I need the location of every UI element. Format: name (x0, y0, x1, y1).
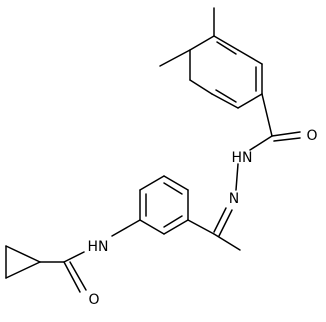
bond-ring2-to-nh (111, 219, 141, 237)
bond-ring2-c (139, 175, 165, 191)
bond-ring2-f-inner (163, 215, 183, 228)
bond-ring1-e (211, 93, 239, 109)
bond-n-c-double-a (213, 207, 227, 233)
atom-label-nitrogen-imine: N (229, 191, 239, 207)
bond-cyclopropyl-a (5, 245, 41, 263)
bond-c-methyl (213, 233, 241, 251)
bond-nh-to-carbonyl (63, 251, 85, 263)
bond-ring1-f (189, 79, 213, 95)
bond-carbonyl-double-a (271, 131, 301, 137)
bond-ring1-a-inner (216, 41, 237, 55)
bond-carbonyl2-double-a (63, 261, 81, 293)
bond-cyclopropyl-c (5, 261, 41, 279)
bond-c-ring2 (187, 219, 215, 235)
bond-ring2-f (163, 219, 189, 235)
bonds (5, 7, 301, 293)
bond-ring2-b-inner (163, 182, 183, 195)
bond-ring1-d (237, 93, 263, 109)
bond-n-c-double-b (218, 209, 233, 237)
atom-labels: O HN N HN O (88, 128, 318, 308)
bond-ring1-a (213, 35, 239, 51)
bond-ring1-b (237, 49, 263, 65)
bond-carbonyl-to-nh (249, 135, 273, 151)
bond-ring-to-carbonyl (261, 93, 273, 137)
bond-ring1-h (189, 35, 215, 51)
bond-methyl-left (159, 49, 191, 67)
atom-label-hn-upper: HN (232, 150, 253, 166)
bond-n-n (235, 163, 239, 191)
bond-ring2-e (139, 219, 165, 235)
atom-label-hn-lower: HN (88, 239, 109, 255)
bond-ring2-b (163, 175, 189, 191)
atom-label-oxygen-bottom: O (88, 292, 99, 308)
bond-carbonyl2-double-b (69, 261, 87, 291)
bond-ring1-e-inner (215, 89, 237, 103)
bond-carbonyl-double-b (273, 137, 301, 142)
atom-label-oxygen-top: O (306, 128, 317, 144)
